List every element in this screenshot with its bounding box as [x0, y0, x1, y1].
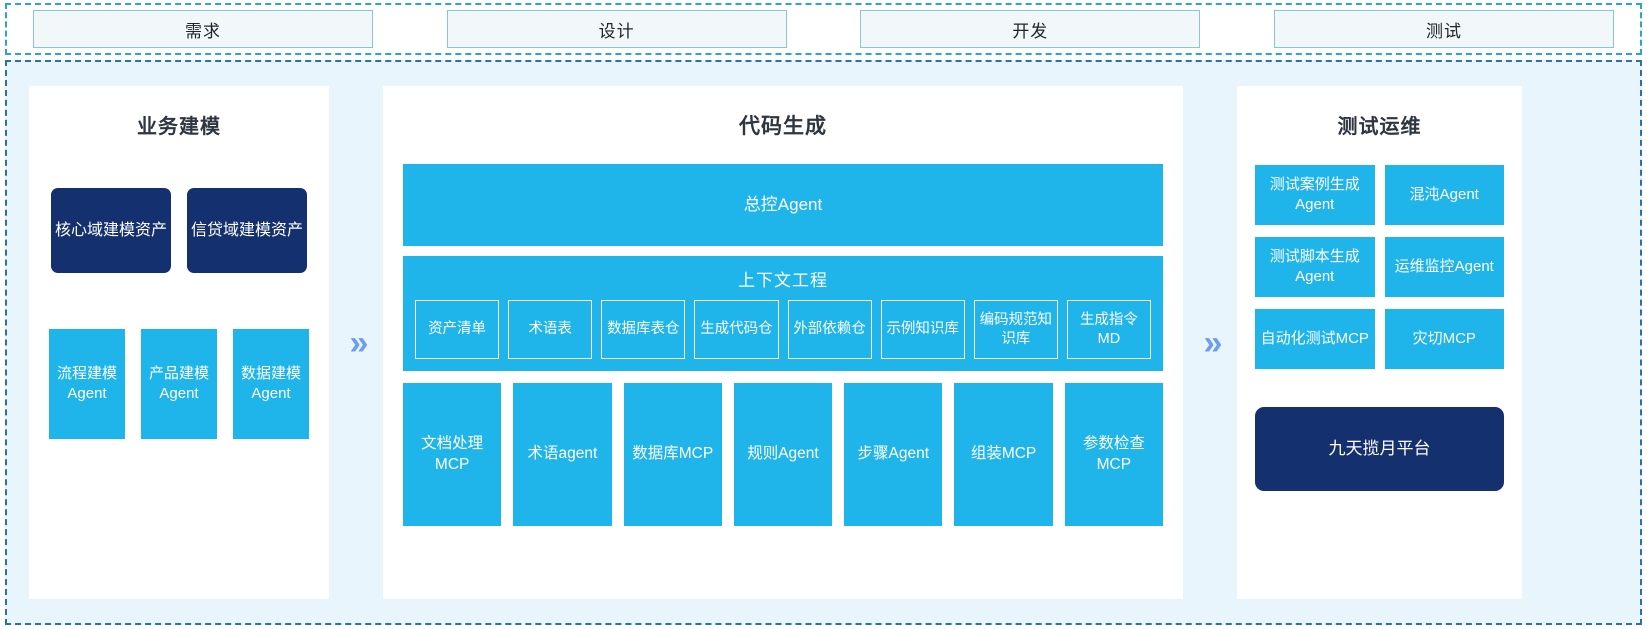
chevron-right-icon-left: » [349, 323, 369, 362]
panel-code-generation: 代码生成 总控Agent 上下文工程 资产清单 术语表 数据库表仓 生成代码仓 … [383, 86, 1183, 599]
agent-card-test-case-generation[interactable]: 测试案例生成Agent [1255, 165, 1375, 225]
agent-card-automated-test-mcp[interactable]: 自动化测试MCP [1255, 309, 1375, 369]
context-engineering-block: 上下文工程 资产清单 术语表 数据库表仓 生成代码仓 外部依赖仓 示例知识库 编… [403, 256, 1163, 371]
phase-tab-testing[interactable]: 测试 [1273, 10, 1614, 48]
chevron-right-icon-right: » [1203, 323, 1223, 362]
context-item-row: 资产清单 术语表 数据库表仓 生成代码仓 外部依赖仓 示例知识库 编码规范知识库… [415, 300, 1151, 359]
context-item-coding-standard-knowledge-base[interactable]: 编码规范知识库 [973, 300, 1058, 359]
agent-card-product-modeling[interactable]: 产品建模Agent [141, 329, 217, 439]
platform-wrap: 九天揽月平台 [1237, 407, 1522, 491]
context-item-generation-instruction-md[interactable]: 生成指令MD [1066, 300, 1151, 359]
panel-business-modeling: 业务建模 核心域建模资产 信贷域建模资产 流程建模Agent 产品建模Agent… [29, 86, 329, 599]
phase-tab-requirements[interactable]: 需求 [33, 10, 373, 48]
panel-title-code-generation: 代码生成 [739, 115, 827, 138]
tool-card-parameter-check-mcp[interactable]: 参数检查MCP [1064, 383, 1163, 526]
platform-card-jiutian-lanyue[interactable]: 九天揽月平台 [1255, 407, 1504, 491]
context-item-asset-inventory[interactable]: 资产清单 [415, 300, 500, 359]
tool-card-glossary-agent[interactable]: 术语agent [513, 383, 612, 526]
context-item-example-knowledge-base[interactable]: 示例知识库 [880, 300, 965, 359]
agent-card-chaos[interactable]: 混沌Agent [1384, 165, 1504, 225]
agent-card-process-modeling[interactable]: 流程建模Agent [49, 329, 125, 439]
asset-card-core-domain[interactable]: 核心域建模资产 [51, 188, 171, 273]
diagram-stage: 业务建模 核心域建模资产 信贷域建模资产 流程建模Agent 产品建模Agent… [5, 60, 1642, 625]
phase-tab-design[interactable]: 设计 [446, 10, 787, 48]
panel-title-business-modeling: 业务建模 [137, 116, 221, 138]
context-item-generated-code-repo[interactable]: 生成代码仓 [694, 300, 779, 359]
master-agent-card[interactable]: 总控Agent [403, 164, 1163, 246]
tool-card-row: 文档处理MCP 术语agent 数据库MCP 规则Agent 步骤Agent 组… [403, 383, 1163, 526]
phase-band: 需求 设计 开发 测试 [5, 3, 1642, 55]
panel-title-test-operations: 测试运维 [1337, 116, 1422, 138]
tool-card-database-mcp[interactable]: 数据库MCP [623, 383, 722, 526]
tool-card-rule-agent[interactable]: 规则Agent [733, 383, 833, 526]
modeling-agent-row: 流程建模Agent 产品建模Agent 数据建模Agent [29, 329, 329, 439]
panel-test-operations: 测试运维 测试案例生成Agent 混沌Agent 测试脚本生成Agent 运维监… [1237, 86, 1522, 599]
agent-card-test-script-generation[interactable]: 测试脚本生成Agent [1255, 237, 1375, 297]
agent-card-disaster-switch-mcp[interactable]: 灾切MCP [1384, 309, 1504, 369]
phase-tab-development[interactable]: 开发 [860, 10, 1201, 48]
context-item-db-table-repo[interactable]: 数据库表仓 [601, 300, 686, 359]
tool-card-assembly-mcp[interactable]: 组装MCP [954, 383, 1053, 526]
agent-card-ops-monitoring[interactable]: 运维监控Agent [1384, 237, 1504, 297]
asset-card-credit-domain[interactable]: 信贷域建模资产 [187, 188, 307, 273]
context-item-external-dependency-repo[interactable]: 外部依赖仓 [787, 300, 872, 359]
agent-card-data-modeling[interactable]: 数据建模Agent [233, 329, 309, 439]
business-asset-row: 核心域建模资产 信贷域建模资产 [29, 188, 329, 273]
tool-card-step-agent[interactable]: 步骤Agent [844, 383, 943, 526]
context-engineering-title: 上下文工程 [738, 271, 828, 290]
tool-card-document-processing-mcp[interactable]: 文档处理MCP [403, 383, 502, 526]
context-item-glossary[interactable]: 术语表 [508, 300, 593, 359]
test-ops-agent-grid: 测试案例生成Agent 混沌Agent 测试脚本生成Agent 运维监控Agen… [1237, 165, 1522, 369]
